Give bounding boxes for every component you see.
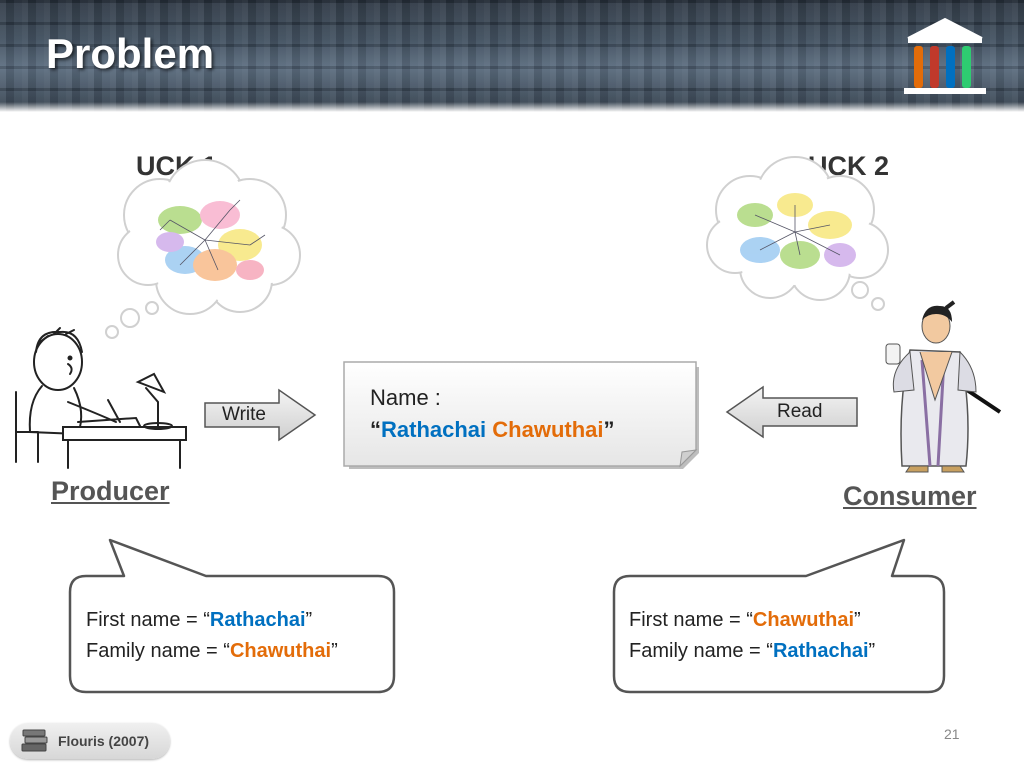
producer-family-value: Chawuthai bbox=[229, 640, 332, 662]
header-banner bbox=[0, 0, 1024, 112]
write-arrow-label: Write bbox=[222, 404, 266, 425]
consumer-first-suffix: ” bbox=[854, 609, 861, 631]
thought-cloud-icon bbox=[105, 159, 301, 339]
producer-bubble-text: First name = “Rathachai” Family name = “… bbox=[86, 605, 338, 667]
note-line2: “Rathachai Chawuthai” bbox=[370, 414, 615, 446]
thought-dots-icon bbox=[851, 281, 885, 311]
producer-family-prefix: Family name = “ bbox=[86, 640, 230, 662]
books-icon bbox=[21, 729, 48, 752]
read-arrow-label: Read bbox=[777, 401, 823, 422]
producer-family-name-line: Family name = “Chawuthai” bbox=[86, 636, 338, 667]
page-number: 21 bbox=[944, 726, 960, 742]
producer-first-prefix: First name = “ bbox=[86, 609, 210, 631]
museum-logo-icon bbox=[904, 17, 986, 94]
producer-family-suffix: ” bbox=[331, 640, 338, 662]
note-family-name: Chawuthai bbox=[492, 417, 604, 442]
note-close-quote: ” bbox=[603, 417, 615, 442]
note-open-quote: “ bbox=[370, 417, 381, 442]
producer-drawing bbox=[15, 327, 187, 469]
name-note-card bbox=[343, 361, 699, 469]
consumer-family-prefix: Family name = “ bbox=[629, 640, 773, 662]
arrow-left-icon bbox=[725, 385, 858, 439]
consumer-family-suffix: ” bbox=[868, 640, 876, 662]
consumer-drawing bbox=[885, 300, 1002, 473]
producer-first-value: Rathachai bbox=[209, 609, 306, 631]
arrow-right-icon bbox=[204, 388, 317, 442]
note-content: Name : “Rathachai Chawuthai” bbox=[370, 382, 615, 446]
producer-label: Producer bbox=[51, 476, 170, 506]
note-first-name: Rathachai bbox=[381, 417, 487, 442]
consumer-first-name-line: First name = “Chawuthai” bbox=[629, 605, 875, 636]
consumer-first-value: Chawuthai bbox=[752, 609, 855, 631]
producer-speech-bubble bbox=[68, 538, 396, 694]
consumer-family-value: Rathachai bbox=[772, 640, 869, 662]
producer-first-name-line: First name = “Rathachai” bbox=[86, 605, 338, 636]
consumer-first-prefix: First name = “ bbox=[629, 609, 753, 631]
citation-text: Flouris (2007) bbox=[58, 733, 150, 749]
consumer-family-name-line: Family name = “Rathachai” bbox=[629, 636, 875, 667]
consumer-speech-bubble bbox=[612, 538, 946, 694]
producer-first-suffix: ” bbox=[305, 609, 313, 631]
note-line1: Name : bbox=[370, 385, 441, 410]
thought-cloud-icon bbox=[706, 156, 889, 301]
consumer-bubble-text: First name = “Chawuthai” Family name = “… bbox=[629, 605, 875, 667]
slide-title: Problem bbox=[46, 30, 215, 77]
consumer-label: Consumer bbox=[843, 481, 977, 511]
